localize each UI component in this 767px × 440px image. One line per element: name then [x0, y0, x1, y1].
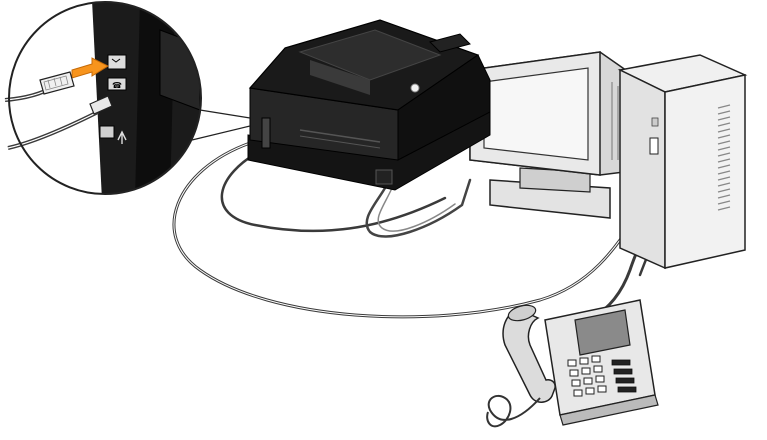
printer [248, 20, 490, 190]
telephone [487, 300, 658, 426]
computer-monitor [470, 52, 640, 218]
inset-magnifier: ☎ [5, 0, 250, 200]
ext-port-icon: ☎ [108, 78, 126, 90]
svg-text:☎: ☎ [112, 81, 122, 90]
drive-slot [650, 138, 658, 154]
telephone-coiled-cord [487, 396, 540, 426]
computer-tower [620, 55, 745, 268]
printer-power-button [411, 84, 419, 92]
phone-line-icon [108, 55, 126, 69]
